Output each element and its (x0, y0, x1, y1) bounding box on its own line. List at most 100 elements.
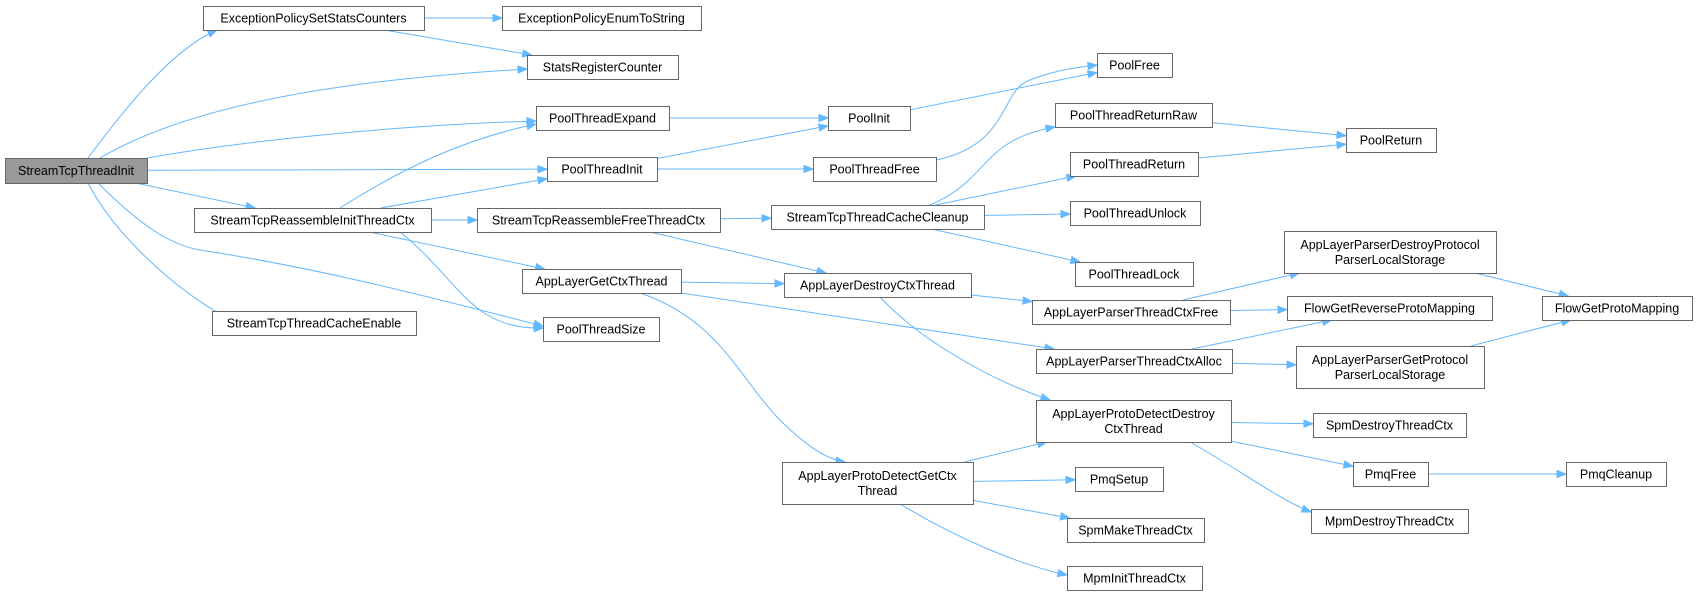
edge-line (909, 71, 1098, 111)
edge-line (339, 123, 537, 209)
node-label: PoolThreadSize (557, 322, 646, 336)
edge-arrowhead (1060, 209, 1072, 219)
node-pool-free[interactable]: PoolFree (1097, 53, 1173, 78)
edge-pool-thread-expand-to-pool-init (669, 113, 830, 123)
node-stream-tcp-thread-cache-enable[interactable]: StreamTcpThreadCacheEnable (212, 311, 417, 336)
edge-arrowhead (774, 279, 786, 288)
node-label: PoolThreadFree (829, 162, 919, 176)
node-flow-get-reverse-proto-mapping[interactable]: FlowGetReverseProtoMapping (1287, 296, 1493, 321)
edge-line (899, 503, 1068, 576)
edge-stream-tcp-reassemble-init-thread-ctx-to-pool-thread-init (380, 176, 549, 209)
node-app-layer-destroy-ctx-thread[interactable]: AppLayerDestroyCtxThread (784, 273, 972, 298)
node-stats-register-counter[interactable]: StatsRegisterCounter (527, 55, 679, 80)
edge-arrowhead (818, 113, 830, 123)
node-label: PoolThreadLock (1088, 267, 1180, 281)
node-spm-destroy-thread-ctx[interactable]: SpmDestroyThreadCtx (1313, 413, 1467, 438)
node-pool-thread-expand[interactable]: PoolThreadExpand (536, 106, 670, 131)
node-label: PoolThreadReturn (1083, 157, 1185, 171)
edge-arrowhead (1086, 70, 1099, 79)
node-label: AppLayerGetCtxThread (535, 274, 667, 288)
edge-app-layer-parser-get-protocol-parser-local-storage-to-flow-get-proto-mapping (1470, 318, 1573, 347)
node-mpm-destroy-thread-ctx[interactable]: MpmDestroyThreadCtx (1311, 509, 1469, 534)
node-box (547, 157, 658, 182)
node-mpm-init-thread-ctx[interactable]: MpmInitThreadCtx (1067, 566, 1203, 591)
node-box (1055, 103, 1213, 128)
node-pool-return[interactable]: PoolReturn (1346, 128, 1437, 153)
node-app-layer-parser-thread-ctx-free[interactable]: AppLayerParserThreadCtxFree (1032, 300, 1231, 325)
edge-line (1231, 362, 1297, 366)
node-pool-thread-return-raw[interactable]: PoolThreadReturnRaw (1055, 103, 1213, 128)
node-pmq-setup[interactable]: PmqSetup (1075, 467, 1164, 492)
node-label: AppLayerParserGetProtocol (1312, 353, 1468, 367)
node-label: PoolFree (1109, 58, 1160, 72)
edge-stream-tcp-reassemble-init-thread-ctx-to-pool-thread-size (399, 231, 545, 333)
node-app-layer-parser-destroy-protocol-parser-local-storage[interactable]: AppLayerParserDestroyProtocolParserLocal… (1284, 231, 1497, 274)
node-app-layer-get-ctx-thread[interactable]: AppLayerGetCtxThread (522, 269, 682, 294)
node-exception-policy-set-stats-counters[interactable]: ExceptionPolicySetStatsCounters (203, 6, 425, 31)
node-box (1070, 152, 1199, 177)
node-box (1097, 53, 1173, 78)
edge-stream-tcp-thread-init-to-stream-tcp-reassemble-init-thread-ctx (135, 182, 257, 211)
node-layer: StreamTcpThreadInit ExceptionPolicySetSta… (5, 6, 1693, 591)
node-pool-init[interactable]: PoolInit (828, 106, 911, 131)
edge-line (1475, 272, 1569, 297)
node-stream-tcp-reassemble-free-thread-ctx[interactable]: StreamTcpReassembleFreeThreadCtx (477, 208, 721, 233)
node-box (1542, 296, 1693, 321)
node-label: StreamTcpThreadCacheCleanup (786, 210, 968, 224)
node-box (527, 55, 679, 80)
node-app-layer-parser-thread-ctx-alloc[interactable]: AppLayerParserThreadCtxAlloc (1036, 349, 1233, 374)
node-pool-thread-return[interactable]: PoolThreadReturn (1070, 152, 1199, 177)
node-label: AppLayerProtoDetectGetCtx (798, 469, 957, 483)
node-label: StreamTcpReassembleFreeThreadCtx (492, 213, 706, 227)
node-pmq-cleanup[interactable]: PmqCleanup (1566, 462, 1667, 487)
edge-line (146, 120, 537, 159)
edge-line (135, 182, 256, 209)
node-pool-thread-init[interactable]: PoolThreadInit (547, 157, 658, 182)
node-box (1311, 509, 1469, 534)
edge-arrowhead (1044, 124, 1057, 133)
node-box (5, 158, 148, 184)
node-spm-make-thread-ctx[interactable]: SpmMakeThreadCtx (1067, 518, 1205, 543)
edge-app-layer-get-ctx-thread-to-app-layer-parser-thread-ctx-alloc (680, 292, 1056, 352)
edge-line (380, 178, 548, 209)
edge-stream-tcp-thread-init-to-pool-thread-expand (146, 117, 538, 159)
node-stream-tcp-thread-cache-cleanup[interactable]: StreamTcpThreadCacheCleanup (771, 205, 985, 230)
node-box (1036, 400, 1232, 443)
node-box (828, 106, 911, 131)
node-pool-thread-size[interactable]: PoolThreadSize (543, 317, 660, 342)
node-box (771, 205, 985, 230)
node-pool-thread-lock[interactable]: PoolThreadLock (1075, 262, 1194, 287)
node-pmq-free[interactable]: PmqFree (1353, 462, 1429, 487)
node-box (1075, 262, 1194, 287)
edge-arrowhead (1022, 296, 1034, 305)
node-label: PoolThreadInit (561, 162, 643, 176)
node-exception-policy-enum-to-string[interactable]: ExceptionPolicyEnumToString (502, 6, 702, 31)
node-app-layer-parser-get-protocol-parser-local-storage[interactable]: AppLayerParserGetProtocolParserLocalStor… (1296, 346, 1485, 389)
node-flow-get-proto-mapping[interactable]: FlowGetProtoMapping (1542, 296, 1693, 321)
edge-stream-tcp-thread-init-to-pool-thread-size (97, 182, 545, 328)
node-label: PmqFree (1365, 467, 1416, 481)
edge-arrowhead (517, 65, 529, 74)
edge-arrowhead (817, 123, 830, 132)
node-stream-tcp-reassemble-init-thread-ctx[interactable]: StreamTcpReassembleInitThreadCtx (194, 208, 432, 233)
edge-app-layer-destroy-ctx-thread-to-app-layer-proto-detect-destroy-ctx-thread (879, 296, 1052, 402)
node-label: ParserLocalStorage (1335, 368, 1446, 382)
edge-line (680, 281, 785, 285)
edge-app-layer-parser-thread-ctx-free-to-app-layer-parser-destroy-protocol-parser-local-storage (1182, 271, 1301, 301)
node-label: Thread (858, 484, 898, 498)
node-label: PmqSetup (1090, 472, 1148, 486)
edge-line (656, 125, 829, 159)
edge-stream-tcp-reassemble-init-thread-ctx-to-pool-thread-expand (339, 121, 538, 209)
edge-app-layer-proto-detect-get-ctx-thread-to-pmq-setup (972, 475, 1077, 485)
edge-app-layer-parser-thread-ctx-alloc-to-app-layer-parser-get-protocol-parser-local-storage (1231, 360, 1298, 369)
node-pool-thread-unlock[interactable]: PoolThreadUnlock (1070, 201, 1201, 226)
node-box (1070, 201, 1201, 226)
edge-exception-policy-set-stats-counters-to-stats-register-counter (384, 29, 534, 58)
node-pool-thread-free[interactable]: PoolThreadFree (813, 157, 937, 182)
node-label: AppLayerParserDestroyProtocol (1300, 238, 1479, 252)
edge-arrowhead (525, 121, 538, 131)
node-stream-tcp-thread-init[interactable]: StreamTcpThreadInit (5, 158, 148, 184)
node-label: StreamTcpThreadCacheEnable (227, 316, 401, 330)
